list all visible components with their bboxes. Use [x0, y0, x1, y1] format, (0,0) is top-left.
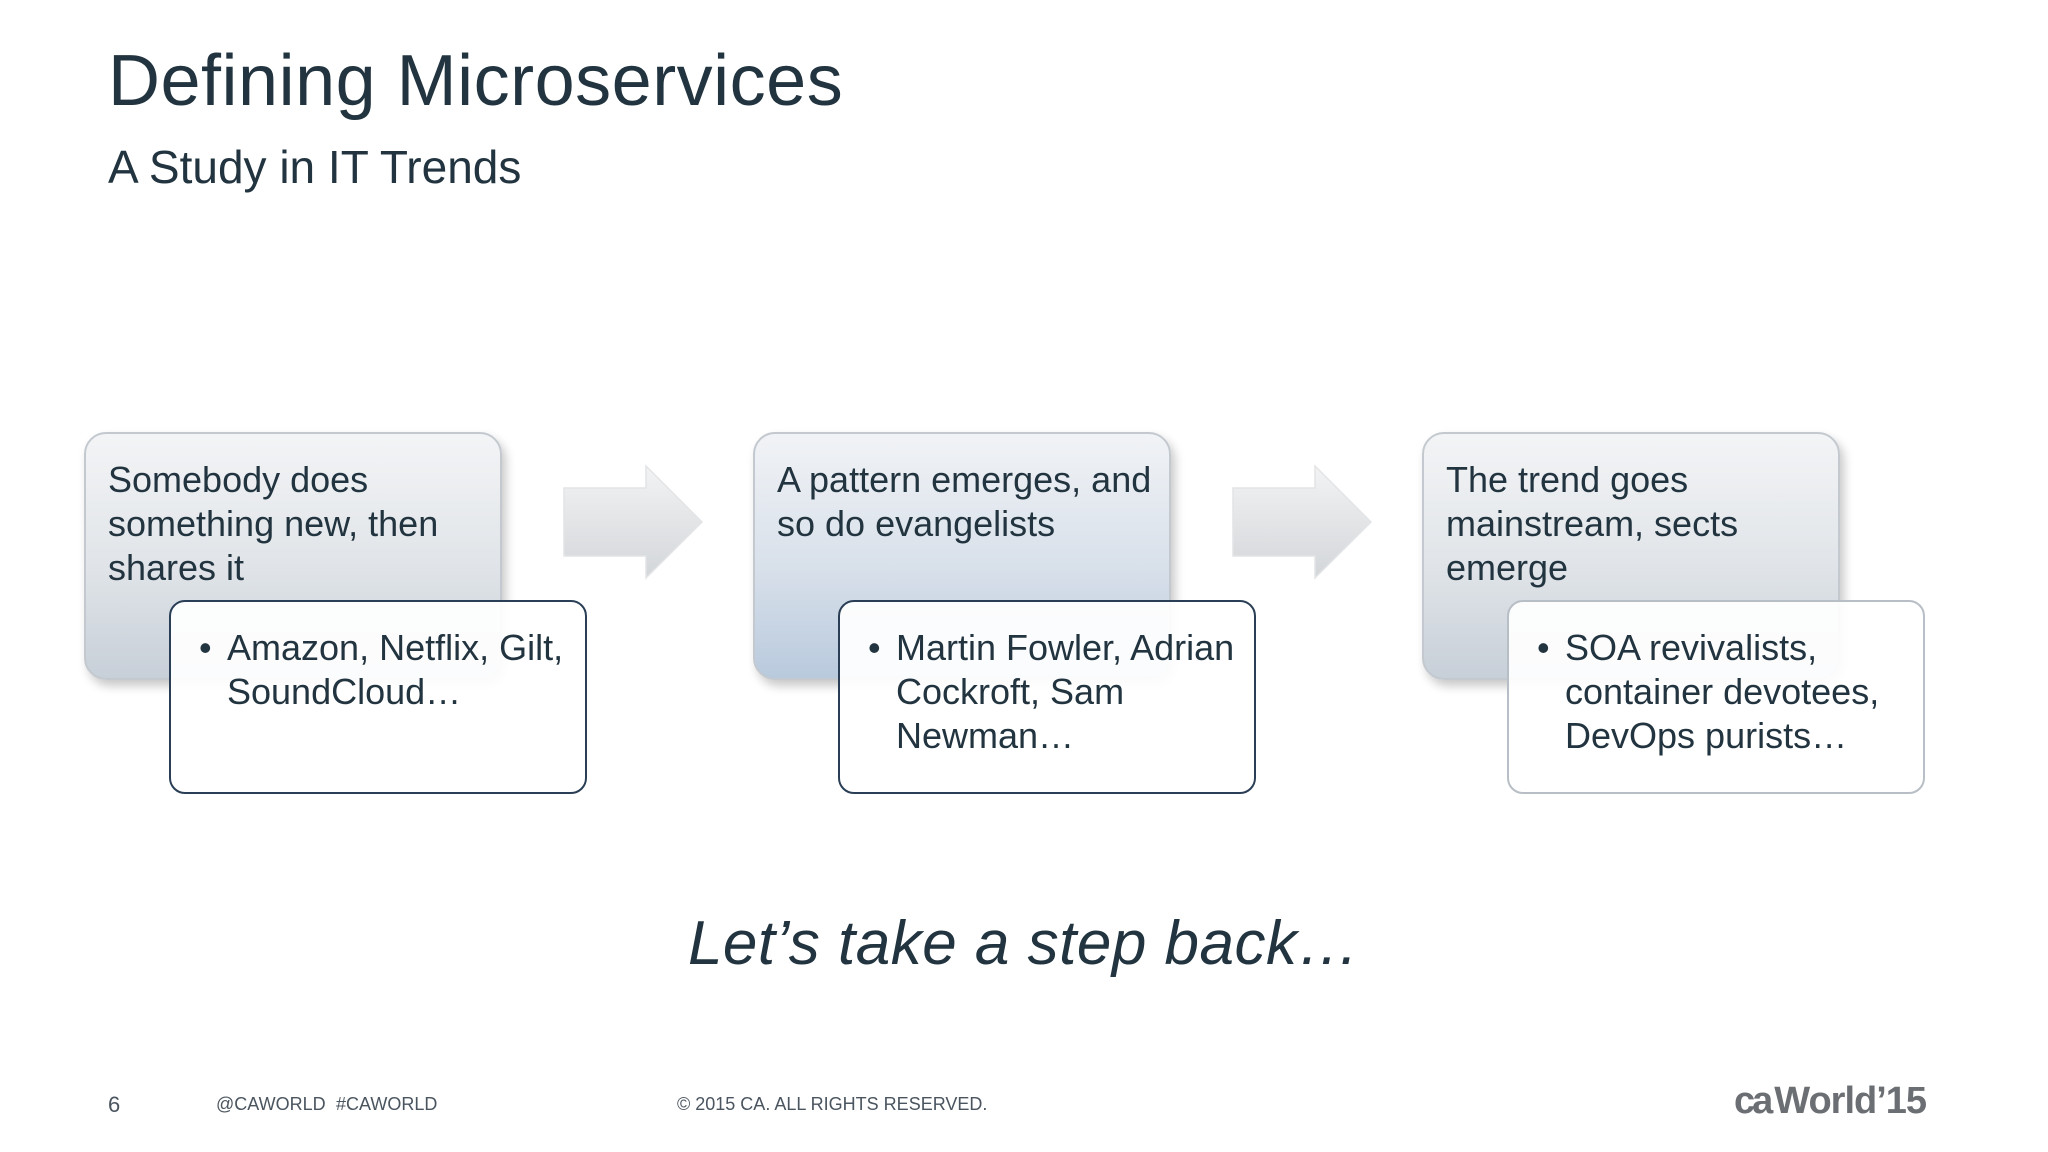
bullet-icon: • [199, 627, 212, 668]
stage-2-heading: A pattern emerges, and so do evangelists [777, 459, 1152, 544]
stage-3-detail: SOA revivalists, container devotees, Dev… [1565, 627, 1880, 756]
stage-3-heading: The trend goes mainstream, sects emerge [1446, 459, 1739, 588]
list-item: • Amazon, Netflix, Gilt, SoundCloud… [199, 626, 575, 714]
footer-copyright: © 2015 CA. ALL RIGHTS RESERVED. [677, 1094, 988, 1114]
stage-1-heading: Somebody does something new, then shares… [108, 459, 439, 588]
arrow-right-icon [563, 464, 704, 580]
tagline: Let’s take a step back… [687, 909, 1361, 978]
footer-handle: @CAWORLD [216, 1094, 326, 1114]
stage-1-detail-box: • Amazon, Netflix, Gilt, SoundCloud… [169, 600, 587, 794]
slide-subtitle: A Study in IT Trends [108, 141, 522, 193]
logo-brand: ca [1734, 1080, 1773, 1122]
page-number: 6 [108, 1092, 121, 1117]
arrow-right-icon [1232, 464, 1373, 580]
list-item: • SOA revivalists, container devotees, D… [1537, 626, 1913, 758]
stage-2-detail-box: • Martin Fowler, Adrian Cockroft, Sam Ne… [838, 600, 1256, 794]
bullet-icon: • [1537, 627, 1550, 668]
bullet-icon: • [868, 627, 881, 668]
logo-year: ’15 [1876, 1080, 1927, 1122]
stage-2-detail: Martin Fowler, Adrian Cockroft, Sam Newm… [896, 627, 1235, 756]
slide-title: Defining Microservices [108, 41, 844, 121]
stage-1-detail: Amazon, Netflix, Gilt, SoundCloud… [227, 627, 564, 712]
list-item: • Martin Fowler, Adrian Cockroft, Sam Ne… [868, 626, 1244, 758]
stage-3-detail-box: • SOA revivalists, container devotees, D… [1507, 600, 1925, 794]
logo-event: World [1774, 1080, 1877, 1122]
footer-hashtag: #CAWORLD [336, 1094, 438, 1114]
